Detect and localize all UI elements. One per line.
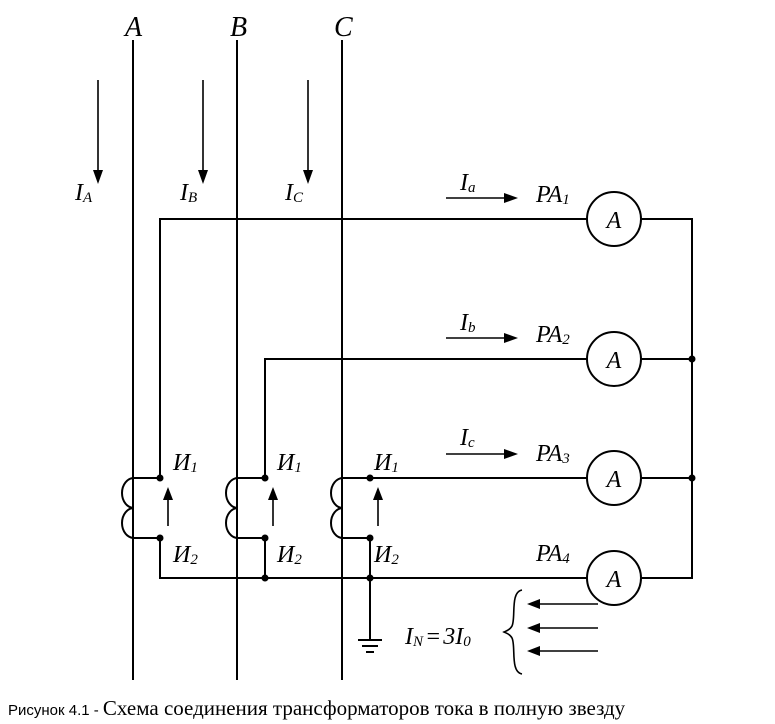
neutral-brace	[502, 589, 523, 675]
secondary-current-b-label: Ib	[459, 310, 476, 336]
secondary-wiring	[159, 218, 693, 653]
phase-label-c: C	[334, 12, 353, 43]
secondary-current-c-label: Ic	[459, 425, 475, 451]
figure-caption-text: Схема соединения трансформаторов тока в …	[102, 696, 626, 720]
ct-winding-a	[121, 477, 173, 539]
ammeter-pa2: A PA2	[535, 322, 642, 387]
neutral-current-arrows	[527, 599, 598, 656]
ammeter-pa3: A PA3	[535, 441, 642, 506]
terminal-a-start-label: И1	[172, 450, 198, 476]
phase-label-a: A	[123, 12, 143, 43]
ammeter-pa1-label: PA1	[535, 182, 570, 208]
ammeter-pa4-label: PA4	[535, 541, 570, 567]
ammeter-pa3-symbol: A	[605, 467, 622, 493]
ct-winding-b	[225, 477, 278, 539]
ammeter-pa4: A PA4	[535, 541, 642, 606]
terminal-c-end-label: И2	[373, 542, 399, 568]
ammeter-pa4-symbol: A	[605, 567, 622, 593]
ammeter-pa1: A PA1	[535, 182, 642, 247]
ammeter-pa3-label: PA3	[535, 441, 570, 467]
junction-dots	[156, 355, 696, 582]
ammeter-pa1-symbol: A	[605, 208, 622, 234]
secondary-current-arrows	[446, 193, 518, 459]
ammeter-pa2-symbol: A	[605, 348, 622, 374]
phase-label-b: B	[230, 12, 247, 43]
current-transformer-star-diagram: A B C IA IB IC	[74, 12, 696, 680]
figure-caption-number: Рисунок 4.1 -	[8, 702, 103, 719]
terminal-b-end-label: И2	[276, 542, 302, 568]
line-current-b-label: IB	[179, 180, 197, 206]
line-current-c-label: IC	[284, 180, 304, 206]
line-current-arrows	[93, 80, 313, 184]
terminal-c-start-label: И1	[373, 450, 399, 476]
secondary-current-a-label: Ia	[459, 170, 476, 196]
ammeter-pa2-label: PA2	[535, 322, 570, 348]
figure-caption: Рисунок 4.1 - Схема соединения трансформ…	[8, 696, 775, 721]
terminal-a-end-label: И2	[172, 542, 198, 568]
ct-winding-c	[330, 477, 383, 539]
line-current-a-label: IA	[74, 180, 93, 206]
terminal-b-start-label: И1	[276, 450, 302, 476]
neutral-current-label: IN=3I0	[404, 624, 471, 650]
